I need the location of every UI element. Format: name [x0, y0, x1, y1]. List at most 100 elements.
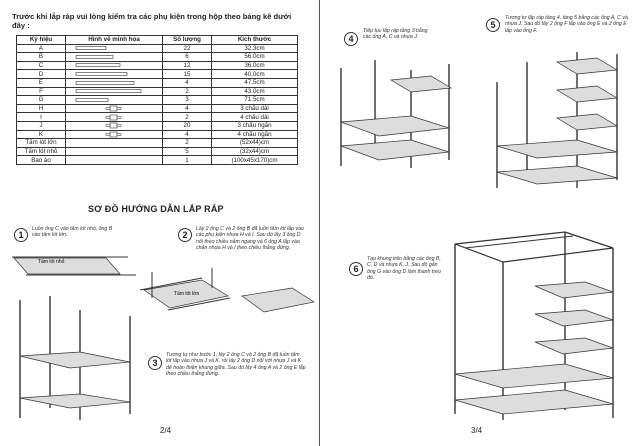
step-1-text: Luồn ống C vào tấm lót nhỏ, ống B vào tấ… [32, 226, 113, 239]
part-quantity: 2 [162, 86, 212, 97]
step-5-number: 5 [486, 18, 500, 32]
part-illustration [65, 129, 163, 140]
part-illustration [65, 69, 163, 79]
intro-text: Trước khi lắp ráp vui lòng kiểm tra các … [12, 12, 292, 30]
part-quantity: 5 [162, 146, 212, 157]
step-6-illustration [454, 231, 614, 420]
part-size: (100x45x170)cm [211, 155, 298, 165]
step-5-illustration [496, 52, 619, 188]
page-number-left: 2/4 [160, 426, 172, 435]
tube-icon [75, 80, 135, 85]
page-number-right: 3/4 [471, 426, 483, 435]
connector-icon [105, 131, 122, 138]
step-3-text: Tương tự như bước 1, lấy 2 ống C và 2 ốn… [166, 352, 306, 377]
part-size: 43.0cm [211, 86, 298, 97]
part-quantity: 4 [162, 103, 212, 114]
parts-table-header: Ký hiệu Hình vẽ minh họa Số lượng Kích t… [16, 35, 298, 45]
step-4-text: Tiếp tục lắp ráp tầng 3 bằng các ống A, … [363, 28, 428, 41]
part-illustration [65, 103, 163, 114]
header-quantity: Số lượng [162, 35, 212, 45]
part-quantity: 2 [162, 112, 212, 122]
part-size: (52x44)cm [211, 138, 298, 148]
part-size: 4 chấu ngắn [211, 129, 298, 140]
part-code: K [16, 129, 66, 140]
parts-row: Bao áo 1(100x45x170)cm [16, 155, 298, 165]
part-illustration [65, 60, 163, 71]
part-code: I [16, 112, 66, 122]
part-code: Tấm lót lớn [16, 138, 66, 148]
connector-icon [105, 122, 122, 129]
step-5-text: Tương tự lắp ráp tầng 4, tầng 5 bằng các… [505, 15, 628, 34]
part-illustration [65, 112, 163, 122]
part-size: (32x44)cm [211, 146, 298, 157]
part-illustration [65, 86, 163, 97]
tube-icon [75, 63, 121, 68]
part-illustration [65, 95, 163, 105]
step-1-illustration: Tấm lót nhỏ [12, 256, 136, 276]
part-quantity: 3 [162, 95, 212, 105]
assembly-guide-title: SƠ ĐỒ HƯỚNG DẪN LẮP RÁP [88, 204, 224, 214]
part-size: 36.0cm [211, 60, 298, 71]
parts-table: Ký hiệu Hình vẽ minh họa Số lượng Kích t… [16, 35, 298, 165]
part-code: C [16, 60, 66, 71]
parts-row: Tấm lót nhỏ 5(32x44)cm [16, 146, 298, 157]
tube-icon [75, 55, 114, 59]
tube-icon [75, 46, 107, 51]
part-illustration [65, 52, 163, 62]
part-size: 3 chấu dài [211, 103, 298, 114]
part-quantity: 22 [162, 43, 212, 54]
part-size: 32.3cm [211, 43, 298, 54]
header-size: Kích thước [211, 35, 298, 45]
part-code: E [16, 77, 66, 88]
page-3: 4 Tiếp tục lắp ráp tầng 3 bằng các ống A… [321, 0, 640, 446]
part-illustration [65, 146, 163, 157]
step-4-illustration [340, 60, 453, 168]
step-2-number: 2 [178, 228, 192, 242]
part-size: 4 chấu dài [211, 112, 298, 122]
part-quantity: 6 [162, 52, 212, 62]
part-illustration [65, 155, 163, 165]
header-code: Ký hiệu [16, 35, 66, 45]
part-size: 71.5cm [211, 95, 298, 105]
part-size: 3 chấu ngắn [211, 120, 298, 131]
part-quantity: 4 [162, 77, 212, 88]
step-6-number: 6 [349, 262, 363, 276]
step-6-text: Tạo khung trên bằng các ống B, C, D và n… [367, 256, 441, 281]
step-4-number: 4 [344, 32, 358, 46]
part-code: D [16, 69, 66, 79]
connector-icon [105, 105, 122, 112]
part-quantity: 15 [162, 69, 212, 79]
part-quantity: 1 [162, 155, 212, 165]
part-code: F [16, 86, 66, 97]
part-code: J [16, 120, 66, 131]
header-illustration: Hình vẽ minh họa [65, 35, 163, 45]
part-code: Bao áo [16, 155, 66, 165]
part-illustration [65, 120, 163, 131]
part-code: A [16, 43, 66, 54]
step-3-number: 3 [148, 356, 162, 370]
part-code: Tấm lót nhỏ [16, 146, 66, 157]
part-illustration [65, 138, 163, 148]
part-size: 47.5cm [211, 77, 298, 88]
step-2-illustration: Tấm lót lớn [139, 268, 315, 313]
step-2-text: Lấy 2 ống C và 2 ống B đã luồn tấm lót l… [196, 226, 304, 251]
part-code: B [16, 52, 66, 62]
step-3-illustration [19, 296, 131, 420]
part-code: G [16, 95, 66, 105]
page-2: Trước khi lắp ráp vui lòng kiểm tra các … [12, 12, 315, 435]
part-size: 56.0cm [211, 52, 298, 62]
connector-icon [105, 114, 122, 120]
page-divider [319, 0, 320, 446]
